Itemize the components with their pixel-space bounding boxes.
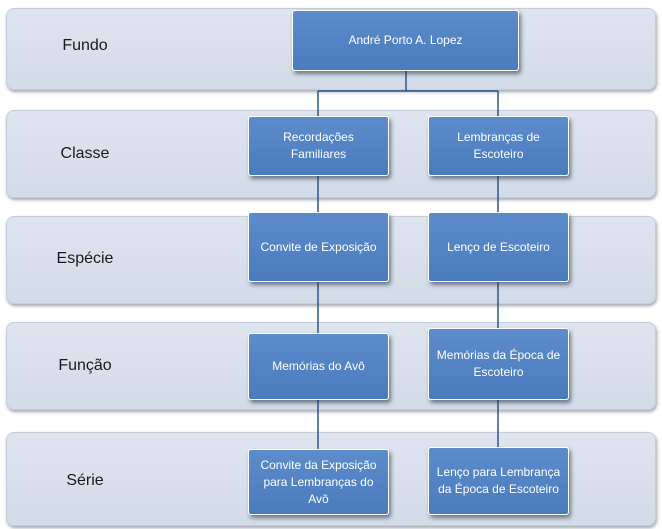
node-especie-left: Convite de Exposição xyxy=(248,212,389,282)
node-funcao-right: Memórias da Época de Escoteiro xyxy=(428,328,569,400)
node-classe-left-label: Recordações Familiares xyxy=(283,130,354,161)
node-classe-right: Lembranças de Escoteiro xyxy=(428,116,569,176)
level-label-funcao: Função xyxy=(58,357,112,374)
node-especie-right: Lenço de Escoteiro xyxy=(428,212,569,282)
level-label-classe: Classe xyxy=(60,145,110,162)
level-label-serie: Série xyxy=(66,472,104,489)
node-serie-left: Convite da Exposição para Lembranças do … xyxy=(248,449,389,515)
node-especie-left-label: Convite de Exposição xyxy=(260,239,377,254)
level-label-fundo: Fundo xyxy=(62,37,108,54)
level-label-especie: Espécie xyxy=(56,250,114,267)
node-funcao-right-label: Memórias da Época de Escoteiro xyxy=(436,348,561,379)
node-classe-left: Recordações Familiares xyxy=(248,116,389,176)
node-serie-right-label: Lenço para Lembrança da Época de Escotei… xyxy=(436,465,561,496)
node-funcao-left: Memórias do Avô xyxy=(248,333,389,400)
node-root: André Porto A. Lopez xyxy=(292,10,519,71)
node-serie-left-label: Convite da Exposição para Lembranças do … xyxy=(260,457,377,506)
node-funcao-left-label: Memórias do Avô xyxy=(272,359,365,373)
node-especie-right-label: Lenço de Escoteiro xyxy=(447,239,550,254)
node-root-label: André Porto A. Lopez xyxy=(348,33,463,47)
node-serie-right: Lenço para Lembrança da Época de Escotei… xyxy=(428,447,569,515)
node-classe-right-label: Lembranças de Escoteiro xyxy=(457,130,540,161)
